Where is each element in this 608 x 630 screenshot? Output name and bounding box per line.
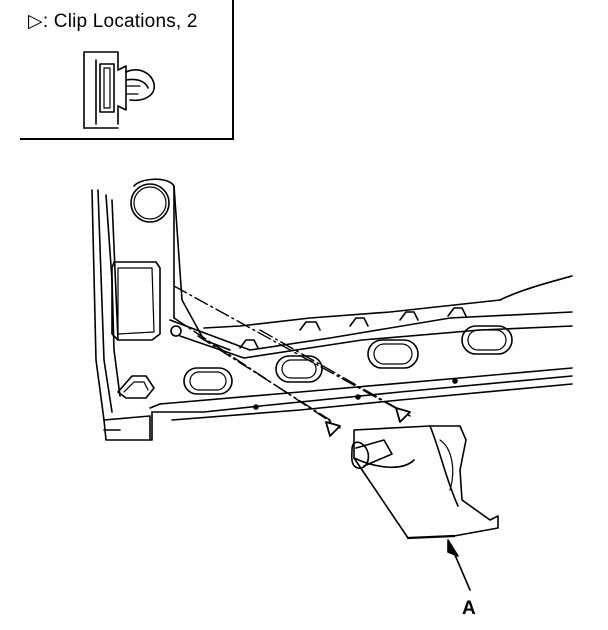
clip-marker-icon <box>395 407 411 423</box>
clip-marker-icon <box>325 421 341 437</box>
pillar-structure <box>91 178 231 441</box>
clip-symbol-icon: ▷ <box>28 11 43 32</box>
callout-label-a: A <box>462 598 476 619</box>
rocker-panel <box>149 275 573 421</box>
legend-box: ▷: Clip Locations, 2 <box>20 0 234 140</box>
clip-markers <box>325 407 411 437</box>
trim-panel-a <box>350 425 499 540</box>
alignment-lines <box>173 285 411 429</box>
callout-leader <box>447 539 471 591</box>
legend-label: : Clip Locations, 2 <box>42 11 198 32</box>
legend-caption: ▷: Clip Locations, 2 <box>28 10 198 33</box>
clip-detail-illustration <box>83 51 155 129</box>
